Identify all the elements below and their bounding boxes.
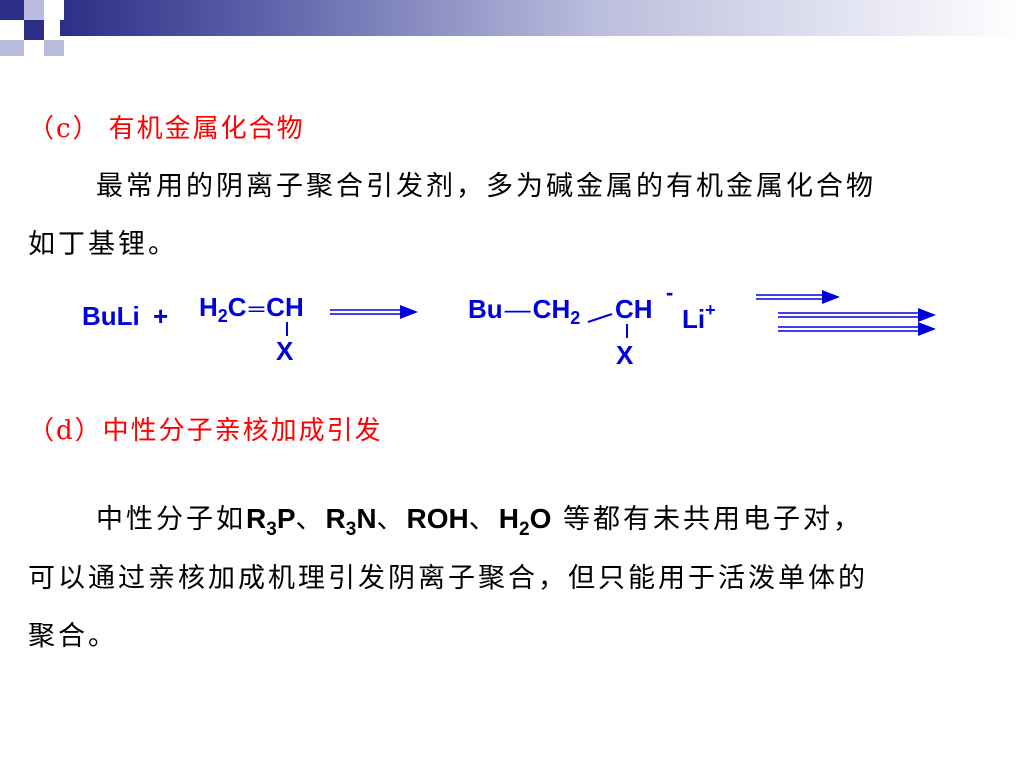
bond-line [626,324,628,338]
deco-square [0,40,24,56]
section-d-heading: （d）中性分子亲核加成引发 [28,410,383,447]
product-substituent-x: X [616,340,634,370]
double-bond: ═ [248,296,265,321]
section-d-paragraph-line1: 中性分子如R3P、R3N、ROH、H2O 等都有未共用电子对， [96,503,863,540]
section-d-title: 中性分子亲核加成引发 [102,416,383,446]
bond-line [286,322,288,336]
section-d-paragraph-line3: 聚合。 [28,621,118,652]
bond-slash [587,313,613,323]
header-band [60,0,1024,36]
formula-h2o: H2O [498,503,552,540]
propagation-arrow [778,322,936,336]
reaction-arrow [330,305,418,319]
section-c-paragraph-line2: 如丁基锂。 [28,229,178,260]
deco-square [24,0,44,20]
deco-square [44,0,64,20]
deco-square [44,40,64,56]
plus-sign: + [153,301,169,331]
section-c-paragraph-line1: 最常用的阴离子聚合引发剂，多为碱金属的有机金属化合物 [96,171,876,202]
reactant-buli: BuLi + [82,301,169,331]
deco-square [0,0,24,20]
propagation-arrow [756,290,840,304]
section-d-label: （d） [28,416,103,446]
counter-ion: Li+ [682,300,716,334]
product: Bu—CH2 [468,294,581,328]
section-c-heading: （c）有机金属化合物 [28,108,305,145]
section-d-paragraph-line2: 可以通过亲核加成机理引发阴离子聚合，但只能用于活泼单体的 [28,563,868,594]
monomer-substituent-x: X [276,336,294,366]
deco-square [0,20,24,40]
formula-roh: ROH [406,503,469,534]
section-c-label: （c） [28,114,101,144]
deco-square [24,20,44,40]
section-c-title: 有机金属化合物 [108,114,305,144]
monomer: H2C═CH [199,292,304,326]
deco-square [24,40,44,56]
formula-r3p: R3P [246,503,296,540]
formula-r3n: R3N [325,503,377,540]
product-carbanion: CH [615,294,653,324]
negative-charge: - [666,280,674,305]
propagation-arrow [778,308,936,322]
